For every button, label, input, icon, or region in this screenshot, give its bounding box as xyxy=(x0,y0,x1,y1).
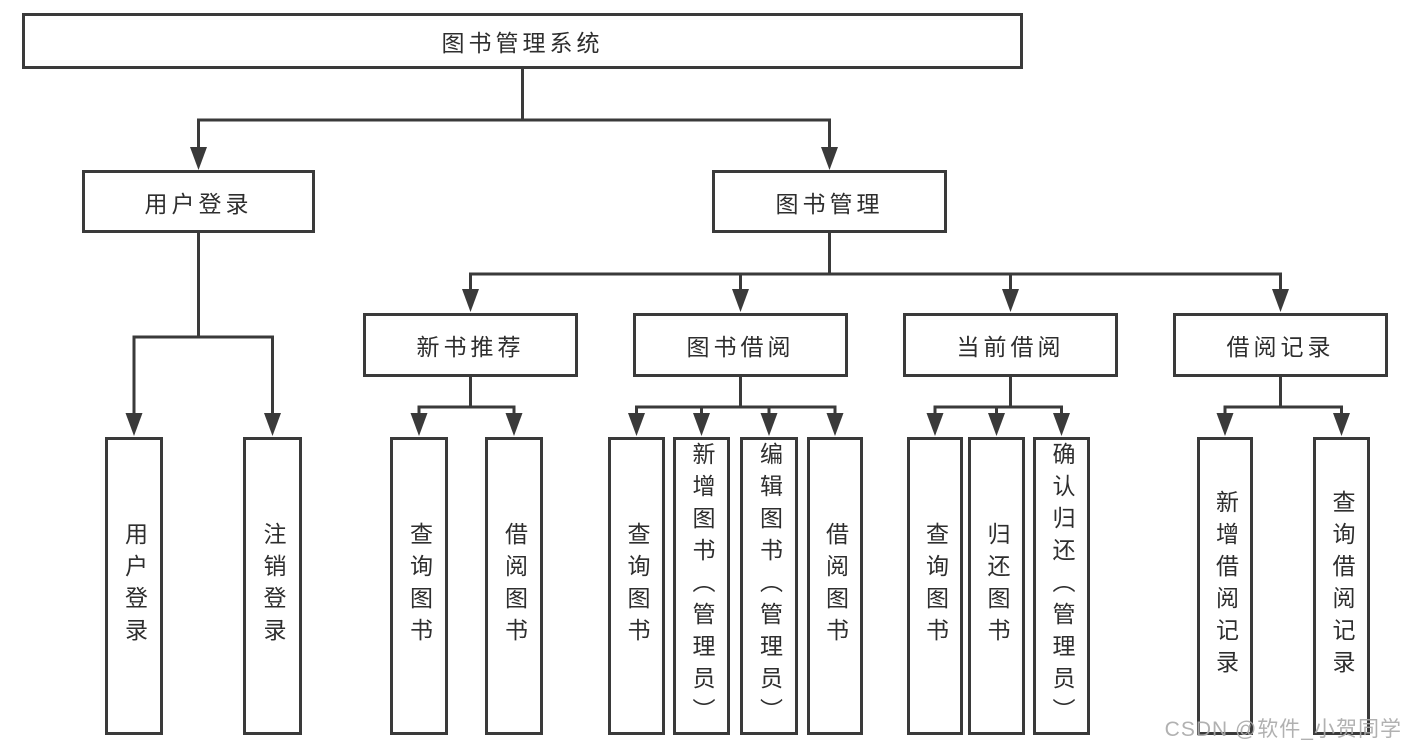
arrowhead-down xyxy=(693,413,710,436)
watermark-text: CSDN @软件_小贺同学 xyxy=(1164,718,1402,741)
leaf-query-borrow-record: 查询借阅记录 xyxy=(1313,437,1370,735)
leaf-label: 用户登录 xyxy=(121,522,148,650)
leaf-borrow-books: 借阅图书 xyxy=(807,437,863,735)
connector-group4-bracket xyxy=(933,405,1063,416)
leaf-add-books-admin: 新增图书（管理员） xyxy=(673,437,730,735)
leaf-label: 新增借阅记录 xyxy=(1212,490,1239,682)
leaf-label: 确认归还（管理员） xyxy=(1049,442,1075,730)
connector-level2-bracket xyxy=(197,118,831,149)
node-current-borrowing: 当前借阅 xyxy=(903,313,1118,377)
connector-group1-bracket xyxy=(132,335,274,416)
arrowhead-down xyxy=(125,413,143,436)
arrowhead-down xyxy=(1002,289,1019,312)
node-new-book-recommend: 新书推荐 xyxy=(363,313,578,377)
arrowhead-down xyxy=(821,147,838,170)
leaf-label: 借阅图书 xyxy=(501,522,528,650)
leaf-label: 查询图书 xyxy=(406,522,433,650)
arrowhead-down xyxy=(826,413,844,436)
arrowhead-down xyxy=(190,147,207,170)
connector-level3-bracket xyxy=(469,272,1282,292)
leaf-label: 查询图书 xyxy=(922,522,949,650)
leaf-logout: 注销登录 xyxy=(243,437,302,735)
arrowhead-down xyxy=(462,289,479,312)
arrowhead-down xyxy=(410,413,428,436)
leaf-query-books-recommend: 查询图书 xyxy=(390,437,448,735)
leaf-label: 查询图书 xyxy=(624,522,650,650)
connector-lines xyxy=(132,68,1343,416)
arrowhead-down xyxy=(760,413,778,436)
leaf-label: 编辑图书（管理员） xyxy=(756,442,783,730)
leaf-label: 归还图书 xyxy=(984,522,1010,650)
connector-group2-bracket xyxy=(417,405,516,416)
arrowhead-down xyxy=(505,413,523,436)
connector-group5-bracket xyxy=(1223,405,1343,416)
leaf-user-login: 用户登录 xyxy=(105,437,163,735)
arrowhead-down xyxy=(1053,413,1070,436)
leaf-add-borrow-record: 新增借阅记录 xyxy=(1197,437,1253,735)
arrowhead-down xyxy=(732,289,749,312)
leaf-query-books-borrowing: 查询图书 xyxy=(608,437,665,735)
leaf-borrow-books-recommend: 借阅图书 xyxy=(485,437,543,735)
leaf-edit-books-admin: 编辑图书（管理员） xyxy=(740,437,798,735)
node-book-management: 图书管理 xyxy=(712,170,947,233)
arrowhead-down xyxy=(988,413,1005,436)
node-user-login: 用户登录 xyxy=(82,170,315,233)
node-system-root: 图书管理系统 xyxy=(22,13,1023,69)
leaf-label: 新增图书（管理员） xyxy=(689,442,715,730)
arrowhead-down xyxy=(926,413,944,436)
leaf-query-books-current: 查询图书 xyxy=(907,437,963,735)
arrowhead-down xyxy=(628,413,645,436)
arrowhead-down xyxy=(1272,289,1289,312)
leaf-label: 注销登录 xyxy=(260,522,286,650)
arrowhead-down xyxy=(1333,413,1350,436)
connector-group3-bracket xyxy=(635,405,837,416)
node-book-borrowing: 图书借阅 xyxy=(633,313,848,377)
node-borrowing-records: 借阅记录 xyxy=(1173,313,1388,377)
arrowheads xyxy=(125,147,1350,436)
arrowhead-down xyxy=(264,413,281,436)
leaf-label: 查询借阅记录 xyxy=(1329,490,1355,682)
leaf-label: 借阅图书 xyxy=(822,522,849,650)
leaf-return-books: 归还图书 xyxy=(968,437,1025,735)
leaf-confirm-return-admin: 确认归还（管理员） xyxy=(1033,437,1090,735)
arrowhead-down xyxy=(1216,413,1234,436)
